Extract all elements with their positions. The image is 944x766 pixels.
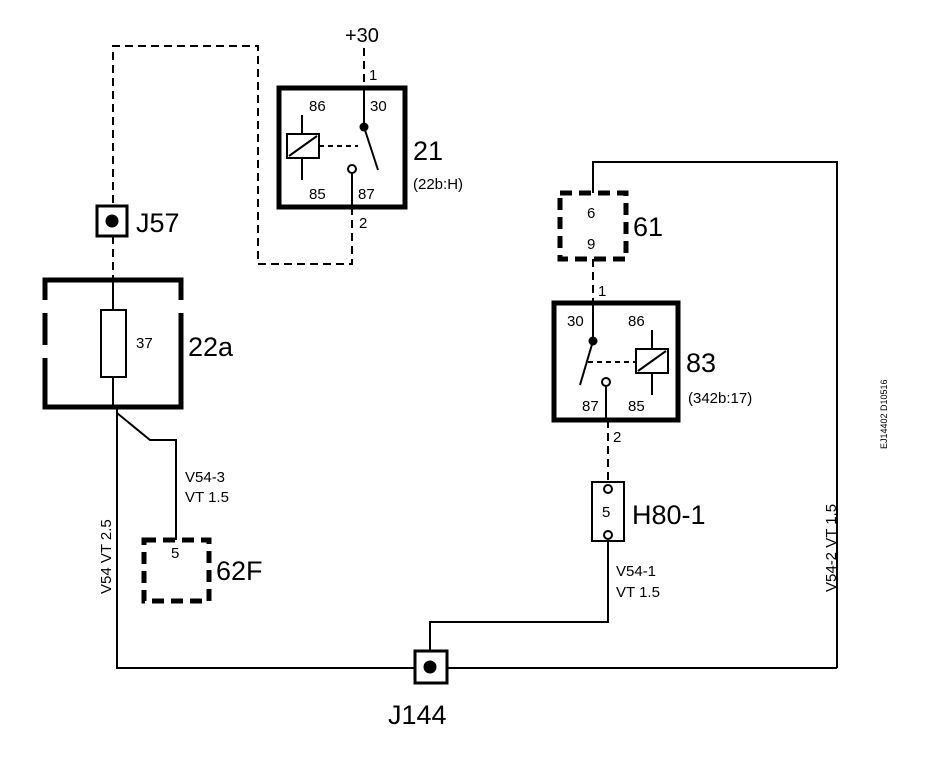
j57-dot — [105, 214, 119, 228]
wire-v54-1-to-h80 — [429, 541, 609, 651]
relay83-pin-out: 2 — [613, 429, 621, 446]
relay21-coil-diagonal — [288, 135, 318, 157]
wire-v54-2-to-61 — [592, 161, 838, 668]
relay21-switch-arm — [363, 126, 379, 171]
relay83-frame — [551, 300, 681, 423]
c61-pin-bottom: 9 — [587, 236, 595, 253]
wire-v54-2-label: V54-2 VT 1.5 — [823, 504, 840, 592]
relay83-switch-arm — [579, 340, 594, 386]
relay83-coil-diagonal — [637, 350, 667, 372]
c61-frame — [557, 190, 629, 262]
supply-label: +30 — [345, 25, 379, 47]
h80-label: H80-1 — [632, 500, 706, 530]
relay83-term-30: 30 — [567, 313, 584, 330]
relay21-pin-out: 2 — [359, 215, 367, 232]
c62f-pin: 5 — [171, 545, 179, 562]
relay21-term-30: 30 — [370, 98, 387, 115]
junction-j57: J57 — [95, 204, 180, 238]
wire-v54-3-spec: VT 1.5 — [185, 489, 229, 506]
junction-j144: J144 — [388, 649, 449, 730]
relay21-id: 21 — [413, 136, 443, 166]
relay21-frame — [276, 85, 408, 210]
j57-label: J57 — [136, 208, 180, 238]
h80-pin: 5 — [602, 504, 610, 521]
connector-h80-1: 5 H80-1 — [591, 481, 706, 542]
c62f-label: 62F — [216, 556, 263, 586]
relay-83: 30 86 87 85 83 (342b:17) — [551, 300, 752, 423]
j144-label: J144 — [388, 700, 447, 730]
relay21-pin-in: 1 — [369, 67, 377, 84]
relay83-pin-in: 1 — [598, 283, 606, 300]
fuse-37-icon — [100, 309, 127, 378]
relay83-id: 83 — [686, 348, 716, 378]
h80-pin-bottom-icon — [603, 530, 613, 540]
relay21-term-85: 85 — [309, 186, 326, 203]
relay21-term-87: 87 — [358, 186, 375, 203]
relay83-term-87: 87 — [582, 398, 599, 415]
fusebox22a-edge-gap-top — [41, 300, 50, 313]
relay83-term-85: 85 — [628, 398, 645, 415]
dashed-wire-relay21-to-j57 — [112, 45, 353, 265]
relay21-ref: (22b:H) — [413, 176, 463, 193]
wire-v54-1-label: V54-1 — [616, 563, 656, 580]
relay21-contact-87 — [347, 164, 357, 174]
c61-pin-top: 6 — [587, 205, 595, 222]
doc-code: EJ14402 D10516 — [879, 379, 889, 449]
relay-21: 86 30 85 87 21 (22b:H) 2 — [276, 85, 463, 232]
wire-v54-label: V54 VT 2.5 — [98, 519, 115, 594]
j144-dot — [423, 660, 437, 674]
wire-v54-1-spec: VT 1.5 — [616, 584, 660, 601]
relay83-term-86: 86 — [628, 313, 645, 330]
wire-v54-3-to-62f — [116, 412, 177, 540]
wire-v54-to-j144 — [116, 407, 416, 669]
fusebox-22a: 37 22a — [41, 277, 234, 410]
relay83-contact-87 — [601, 377, 611, 387]
h80-frame — [591, 481, 625, 542]
fuse-number: 37 — [136, 335, 153, 352]
c62f-frame — [141, 537, 212, 604]
h80-pin-top-icon — [603, 484, 613, 494]
connector-62f: 5 62F — [141, 537, 263, 604]
relay83-ref: (342b:17) — [688, 390, 752, 407]
wire-v54-3-label: V54-3 — [185, 469, 225, 486]
connector-61: 6 9 61 — [557, 190, 663, 262]
supply-30: +30 1 — [345, 25, 379, 88]
fusebox22a-label: 22a — [188, 332, 234, 362]
fusebox22a-edge-gap-bottom — [41, 345, 50, 358]
relay21-term-86: 86 — [309, 98, 326, 115]
fusebox22a-edge-gap-right — [176, 300, 185, 313]
c61-label: 61 — [633, 212, 663, 242]
